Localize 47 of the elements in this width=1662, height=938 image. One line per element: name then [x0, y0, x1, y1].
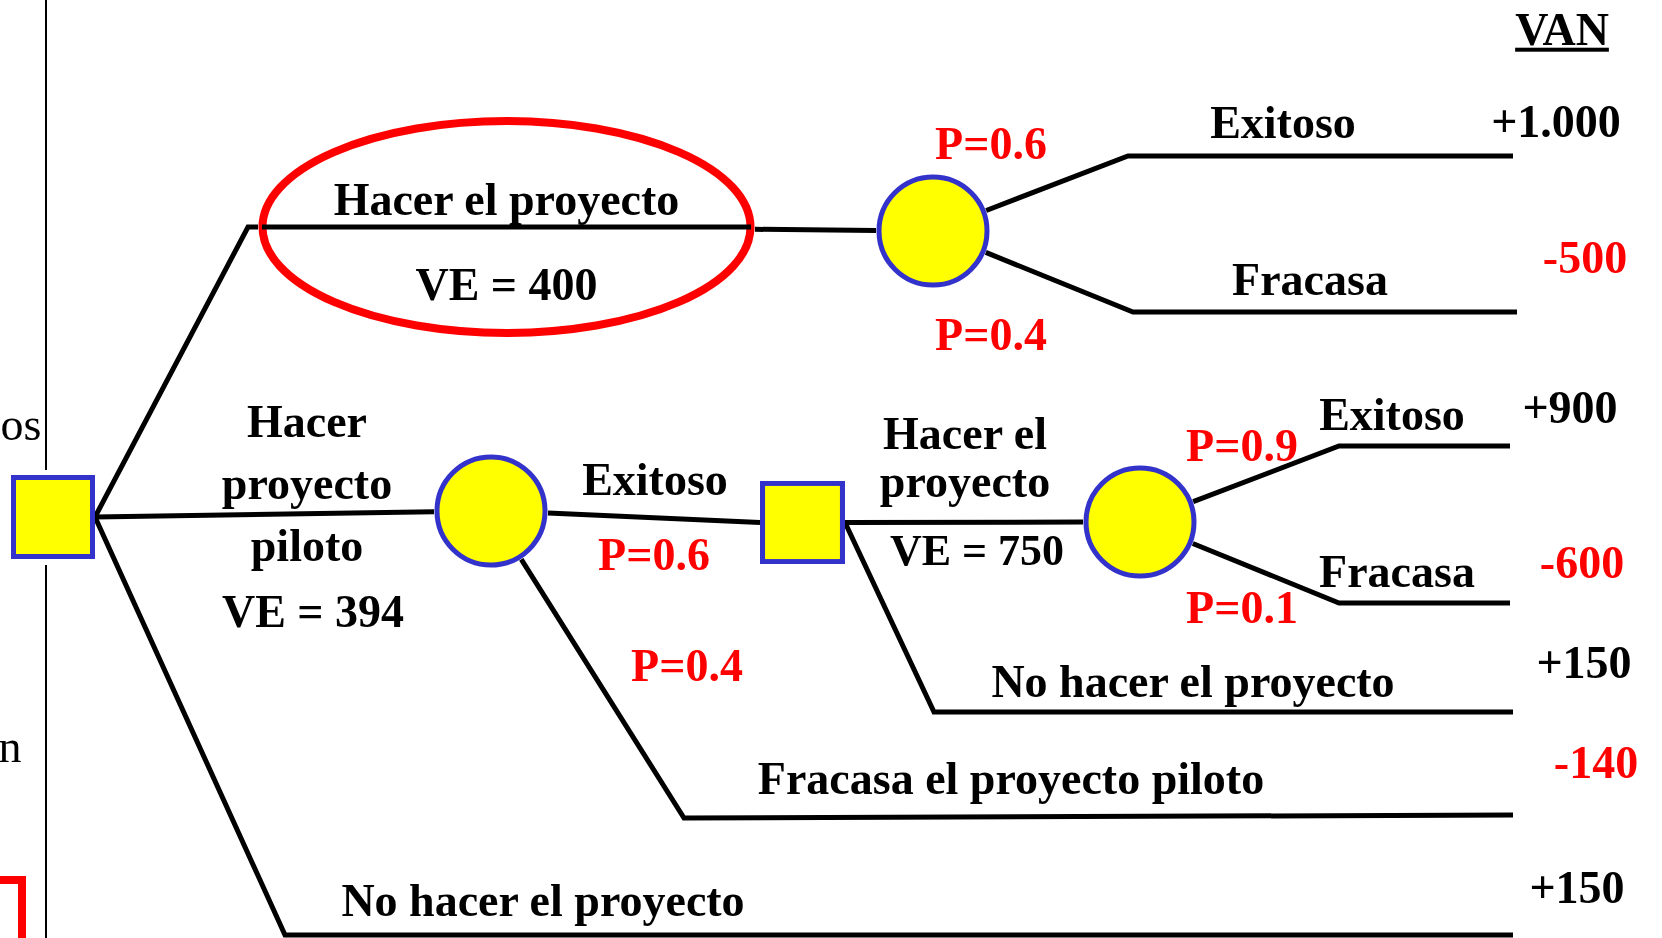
value-label: -500	[1542, 232, 1628, 284]
branch-label: Hacer proyecto piloto	[220, 395, 394, 573]
probability-label: P=0.4	[935, 309, 1047, 361]
branch-label: Hacer el proyecto	[878, 410, 1052, 506]
chance-node	[1083, 465, 1197, 579]
branch-label: Fracasa el proyecto piloto	[757, 753, 1265, 805]
text-fragment: n	[0, 721, 22, 773]
branch-line	[519, 557, 1513, 821]
highlight-ellipse	[258, 117, 755, 337]
value-label: +1.000	[1491, 96, 1621, 148]
branch-label: Fracasa	[1319, 546, 1475, 598]
chance-node	[876, 174, 990, 288]
branch-label: Exitoso	[1319, 389, 1465, 441]
text-fragment: os	[0, 399, 42, 451]
value-label: +900	[1522, 382, 1618, 434]
probability-label: P=0.1	[1186, 582, 1298, 634]
value-label: +150	[1536, 637, 1632, 689]
value-label: +150	[1529, 862, 1625, 914]
branch-label: No hacer el proyecto	[341, 875, 745, 927]
branch-line	[1191, 541, 1510, 606]
branch-line	[547, 510, 761, 525]
expected-value-label: VE = 750	[889, 526, 1065, 576]
branch-label: Exitoso	[582, 454, 728, 506]
branch-label: No hacer el proyecto	[991, 656, 1395, 708]
branch-line	[845, 519, 1083, 525]
decision-node	[11, 475, 95, 559]
value-label: -140	[1553, 737, 1639, 789]
branch-line	[754, 226, 877, 233]
expected-value-label: VE = 394	[221, 586, 405, 638]
probability-label: P=0.6	[598, 529, 710, 581]
node-text: VE = 400	[414, 262, 599, 308]
probability-label: P=0.6	[935, 118, 1047, 170]
branch-line	[94, 509, 435, 520]
column-heading: VAN	[1515, 4, 1609, 56]
chance-node	[434, 454, 548, 568]
branch-label: Exitoso	[1210, 97, 1356, 149]
branch-line	[1192, 443, 1510, 505]
branch-label: Fracasa	[1232, 254, 1388, 306]
decision-node	[760, 481, 845, 564]
node-text: Hacer el proyecto	[332, 177, 681, 223]
branch-line	[985, 153, 1513, 213]
branch-line	[842, 521, 1513, 715]
branch-line	[92, 515, 1513, 938]
probability-label: P=0.4	[631, 640, 743, 692]
probability-label: P=0.9	[1186, 420, 1298, 472]
branch-line	[984, 250, 1517, 315]
value-label: -600	[1539, 537, 1625, 589]
